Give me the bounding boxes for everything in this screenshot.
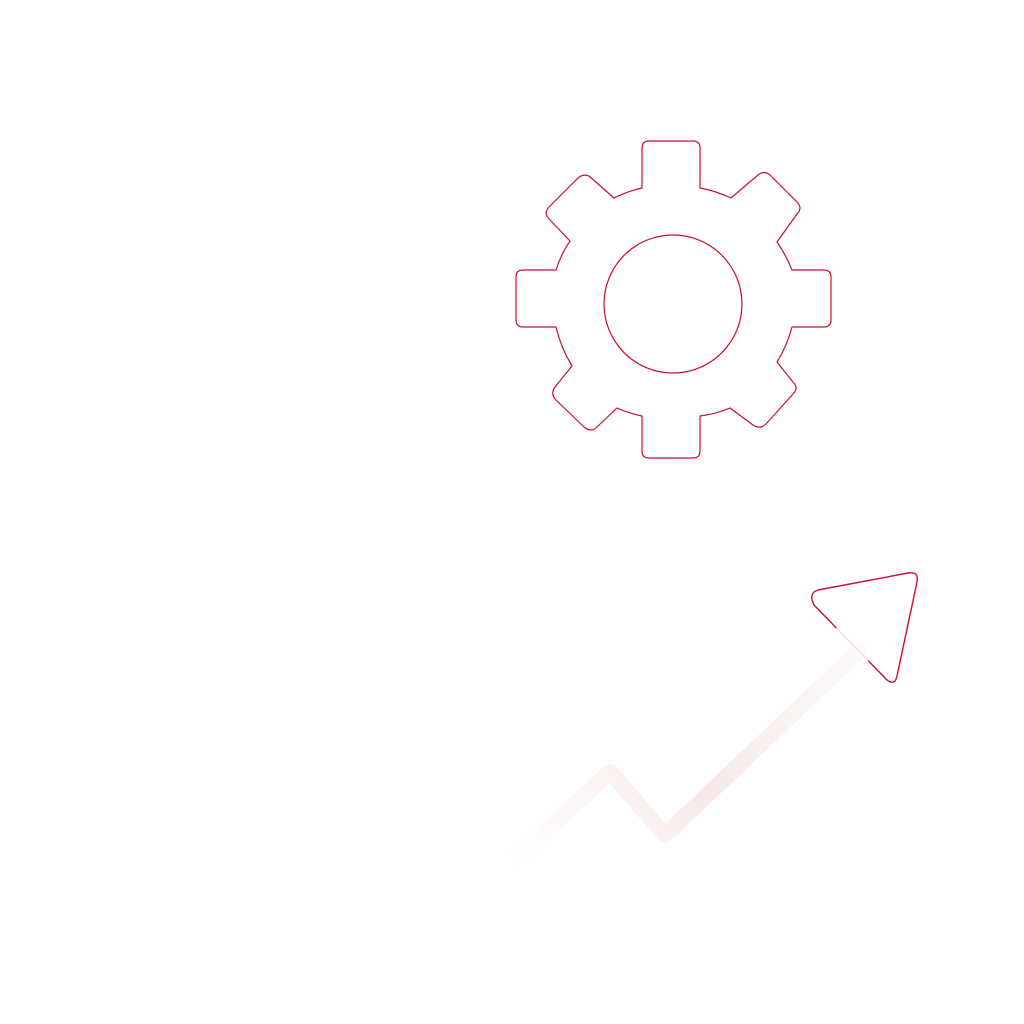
arrow-head-icon <box>811 572 918 683</box>
trend-line <box>504 644 866 870</box>
gear-icon <box>515 140 832 459</box>
arrow-highlight <box>835 627 869 663</box>
